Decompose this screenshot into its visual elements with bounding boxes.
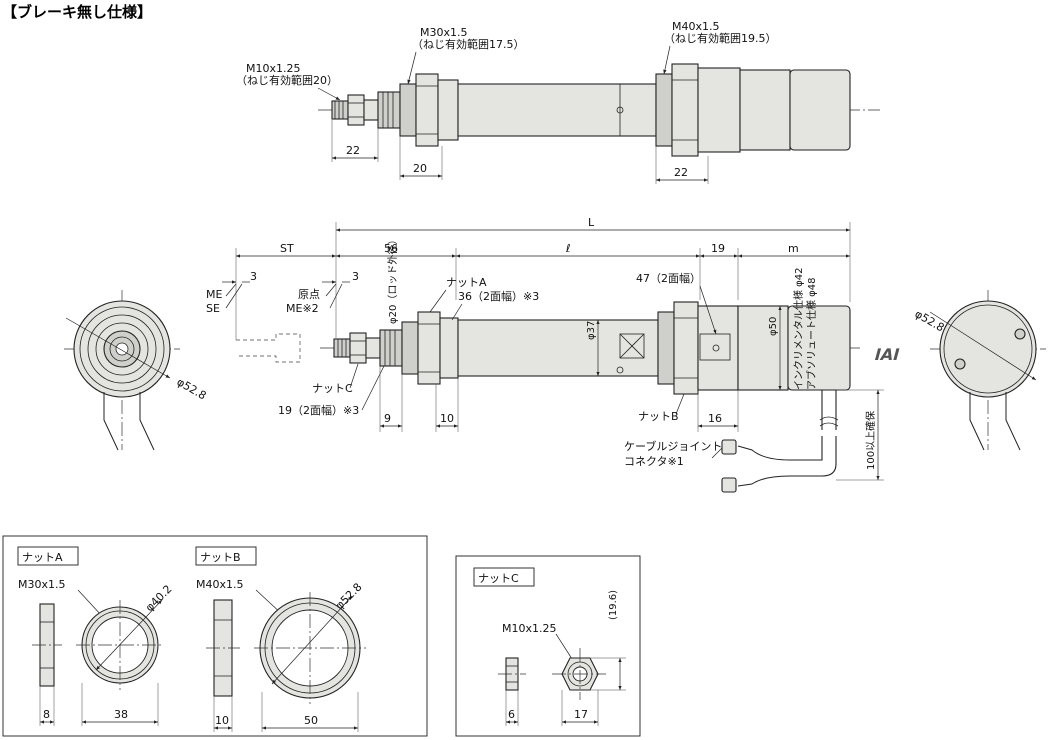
label-cable-joint: ケーブルジョイント (624, 439, 722, 453)
nutA-phi: φ40.2 (143, 582, 175, 614)
dim-m: m (788, 242, 799, 255)
nutB-dim: 50 (304, 714, 318, 727)
right-end-view (929, 290, 1046, 451)
dim-22a: 22 (346, 144, 360, 157)
dim-16: 16 (708, 412, 722, 425)
retracted-rod-outline (236, 333, 301, 363)
nutB-side (206, 599, 240, 697)
label-m10-thread: M10x1.25 (246, 62, 301, 75)
iai-logo: IAI (872, 345, 901, 364)
label-origin: 原点 (298, 288, 320, 301)
dim-10: 10 (440, 412, 454, 425)
nutB-front (254, 592, 366, 704)
nutC-front (552, 648, 606, 700)
page-title: 【ブレーキ無し仕様】 (2, 3, 152, 21)
dim-19: 19 (711, 242, 725, 255)
label-19-across: 19（2面幅）※3 (278, 404, 359, 417)
nut-c-panel (455, 555, 641, 737)
label-nutB: ナットB (638, 410, 679, 423)
nutA-width: 8 (43, 708, 50, 721)
label-phi37: φ37 (586, 321, 597, 340)
label-rod-dia: φ20（ロッド外径） (386, 235, 399, 324)
nutA-title-box (17, 546, 79, 566)
label-left-phi: φ52.8 (175, 375, 209, 402)
label-nutA: ナットA (446, 276, 487, 289)
left-end-view (64, 290, 180, 451)
nutB-phi: φ52.8 (333, 580, 365, 612)
nutC-width: 6 (508, 708, 515, 721)
label-m10-note: （ねじ有効範囲20） (236, 73, 338, 87)
nutB-thread: M40x1.5 (196, 578, 244, 591)
label-m40-note: （ねじ有効範囲19.5） (664, 31, 777, 45)
nutC-thread: M10x1.25 (502, 622, 557, 635)
dim-3b: 3 (352, 270, 359, 283)
label-phi50: φ50 (768, 317, 779, 336)
label-ME: ME (206, 288, 222, 301)
label-ME2: ME※2 (286, 302, 319, 315)
label-absolute: アブソリュート仕様 φ48 (805, 278, 818, 391)
dim-l: ℓ (565, 242, 571, 255)
label-SE: SE (206, 302, 220, 315)
nutA-dim: 38 (114, 708, 128, 721)
label-m30-thread: M30x1.5 (420, 26, 468, 39)
nutB-title: ナットB (200, 551, 241, 564)
nut-ab-panel (2, 535, 428, 737)
label-m30-note: （ねじ有効範囲17.5） (412, 37, 525, 51)
nutB-title-box (195, 546, 257, 566)
nutC-title-box (473, 567, 535, 587)
nutA-thread: M30x1.5 (18, 578, 66, 591)
label-47-across: 47（2面幅） (636, 272, 701, 285)
label-100-min: 100以上確保 (864, 411, 877, 470)
main-actuator-side-view (320, 301, 860, 493)
nutA-side (32, 603, 62, 687)
dim-ST: ST (280, 242, 294, 255)
label-right-phi: φ52.8 (913, 307, 947, 334)
label-36-across: 36（2面幅）※3 (458, 290, 539, 303)
nutC-title: ナットC (478, 572, 519, 585)
dim-L: L (588, 216, 595, 229)
nutA-title: ナットA (22, 551, 63, 564)
nutC-side (498, 657, 526, 691)
dim-22b: 22 (674, 166, 688, 179)
label-m40-thread: M40x1.5 (672, 20, 720, 33)
nutC-height: (19.6) (608, 590, 619, 620)
label-nutC: ナットC (312, 382, 353, 395)
dim-56: 56 (384, 242, 398, 255)
nutC-dim: 17 (574, 708, 588, 721)
label-incremental: インクリメンタル仕様 φ42 (792, 268, 805, 391)
dim-9: 9 (384, 412, 391, 425)
top-actuator-view (318, 63, 880, 157)
nutB-width: 10 (215, 714, 229, 727)
dim-3a: 3 (250, 270, 257, 283)
dim-20: 20 (413, 162, 427, 175)
label-cable-connector: コネクタ※1 (624, 455, 684, 468)
